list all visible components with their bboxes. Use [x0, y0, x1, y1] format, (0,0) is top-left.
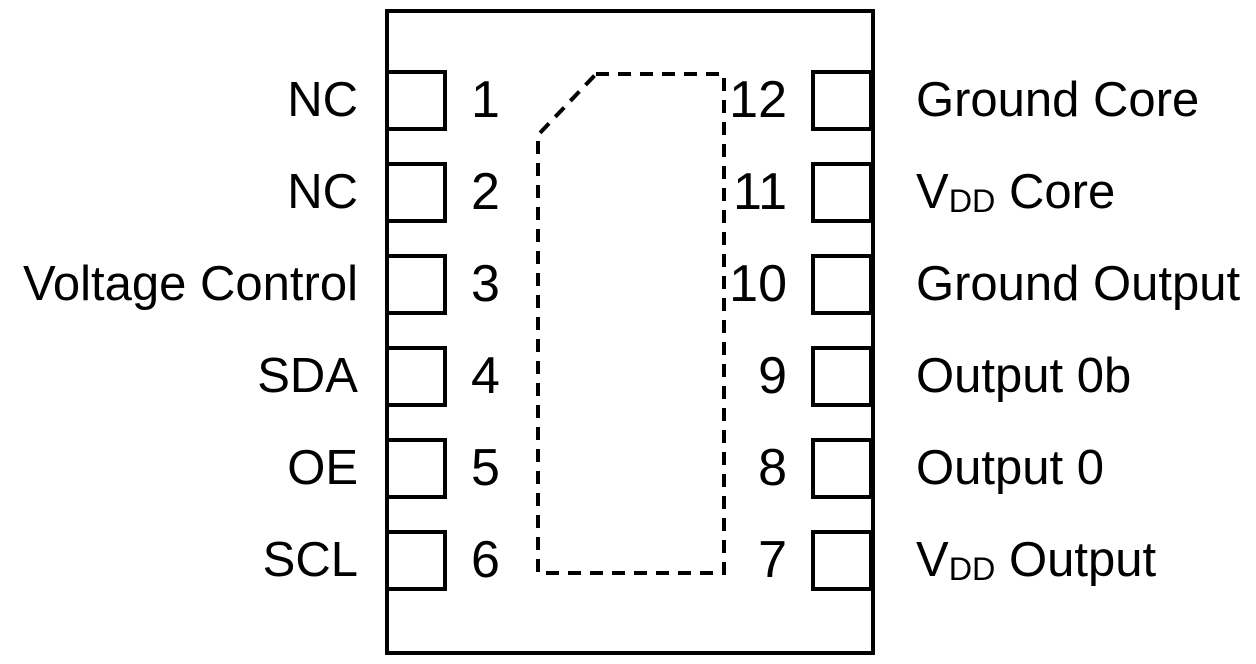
pin-3-pad: [385, 254, 447, 315]
pin-10-label: Ground Output: [916, 253, 1240, 315]
pin-1-label: NC: [0, 69, 358, 131]
pin-4-pad: [385, 346, 447, 407]
pin-3-label: Voltage Control: [0, 253, 358, 315]
pin-4-number: 4: [471, 347, 500, 405]
pin-12-pad: [811, 70, 873, 131]
pin-10-number: 10: [729, 255, 787, 313]
pin-9-number: 9: [758, 347, 787, 405]
pin-11-number: 11: [733, 163, 787, 221]
pin1-orientation-dashed-outline: [536, 72, 726, 575]
pin-9-label: Output 0b: [916, 345, 1131, 407]
pin-label-text: SCL: [262, 533, 358, 587]
pin-label-text: V: [916, 165, 949, 219]
pin-9-pad: [811, 346, 873, 407]
pin-1-number: 1: [471, 71, 500, 129]
pin-10-pad: [811, 254, 873, 315]
ic-package-body: [385, 9, 875, 655]
pin-label-text: V: [916, 533, 949, 587]
pin-label-text-rest: Core: [995, 165, 1116, 219]
pin-5-number: 5: [471, 439, 500, 497]
pin-label-subscript: DD: [948, 182, 996, 219]
pin-label-text: NC: [287, 165, 358, 219]
pin-11-pad: [811, 162, 873, 223]
pin-label-text: Output 0b: [916, 349, 1132, 403]
pin-12-number: 12: [729, 71, 787, 129]
pin-7-label: VDD Output: [916, 529, 1156, 591]
pin-5-pad: [385, 438, 447, 499]
pin-label-text: OE: [287, 441, 358, 495]
pin-label-text-rest: Output: [995, 533, 1157, 587]
pin-4-label: SDA: [0, 345, 358, 407]
pin-8-label: Output 0: [916, 437, 1104, 499]
pin-label-text: SDA: [257, 349, 358, 403]
pin-11-label: VDD Core: [916, 161, 1115, 223]
pin-label-text: Ground Output: [916, 257, 1241, 311]
pin-6-label: SCL: [0, 529, 358, 591]
pin-8-pad: [811, 438, 873, 499]
pin-8-number: 8: [758, 439, 787, 497]
pin-2-pad: [385, 162, 447, 223]
pin-6-pad: [385, 530, 447, 591]
pin-2-label: NC: [0, 161, 358, 223]
pin-7-pad: [811, 530, 873, 591]
pin-1-pad: [385, 70, 447, 131]
pin-label-text: Output 0: [916, 441, 1104, 495]
pin-7-number: 7: [758, 531, 787, 589]
pin-5-label: OE: [0, 437, 358, 499]
pin-6-number: 6: [471, 531, 500, 589]
pin-label-subscript: DD: [948, 550, 996, 587]
pin-label-text: Voltage Control: [22, 257, 358, 311]
pin-label-text: NC: [287, 73, 358, 127]
pin-12-label: Ground Core: [916, 69, 1199, 131]
pin-label-text: Ground Core: [916, 73, 1200, 127]
pin-3-number: 3: [471, 255, 500, 313]
pin-2-number: 2: [471, 163, 500, 221]
